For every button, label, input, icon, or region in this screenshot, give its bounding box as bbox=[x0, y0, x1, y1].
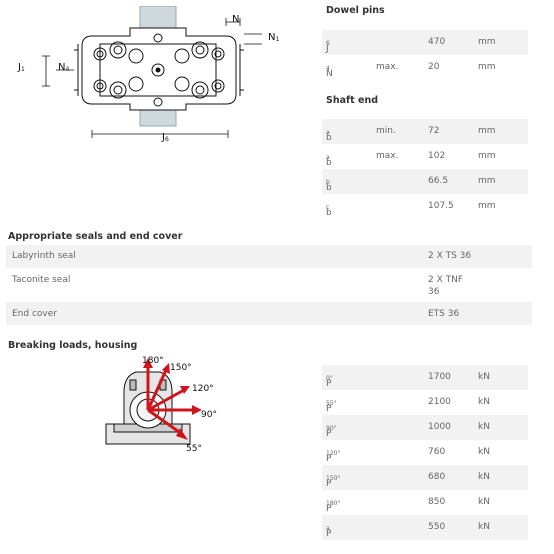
angle-label-55: 55° bbox=[186, 444, 202, 454]
row-unit: kN bbox=[478, 497, 490, 507]
row-unit: kN bbox=[478, 422, 490, 432]
seals-row-shade bbox=[6, 245, 532, 268]
row-unit: mm bbox=[478, 201, 496, 211]
breaking-load-diagram bbox=[105, 358, 202, 445]
row-unit: kN bbox=[478, 372, 490, 382]
row-qualifier: max. bbox=[376, 151, 399, 161]
row-value: 850 bbox=[428, 497, 446, 507]
row-value: 72 bbox=[428, 126, 440, 136]
seal-value: 2 X TS 36 bbox=[428, 251, 472, 261]
row-unit: mm bbox=[478, 62, 496, 72]
seal-value: 2 X TNF bbox=[428, 275, 464, 285]
row-value: 2100 bbox=[428, 397, 451, 407]
dim-label-j1: J1 bbox=[18, 62, 25, 73]
angle-label-90: 90° bbox=[201, 410, 217, 420]
row-unit: kN bbox=[478, 472, 490, 482]
row-value: 550 bbox=[428, 522, 446, 532]
seals-title: Appropriate seals and end cover bbox=[8, 231, 183, 242]
row-unit: kN bbox=[478, 447, 490, 457]
shaft-end-title: Shaft end bbox=[326, 95, 379, 106]
seal-value: ETS 36 bbox=[428, 309, 460, 319]
row-value: 66.5 bbox=[428, 176, 449, 186]
seal-label: End cover bbox=[12, 309, 57, 319]
dim-label-n1: N1 bbox=[268, 32, 280, 43]
housing-top-view-drawing bbox=[42, 6, 262, 138]
row-unit: kN bbox=[478, 522, 490, 532]
row-value: 107.5 bbox=[428, 201, 454, 211]
seal-label: Taconite seal bbox=[12, 275, 71, 285]
row-unit: mm bbox=[478, 151, 496, 161]
row-qualifier: min. bbox=[376, 126, 396, 136]
row-unit: kN bbox=[478, 397, 490, 407]
dim-label-n4: N4 bbox=[58, 62, 70, 73]
row-value: 102 bbox=[428, 151, 446, 161]
dim-label-n: N bbox=[232, 14, 240, 25]
row-value: 1700 bbox=[428, 372, 451, 382]
row-value: 1000 bbox=[428, 422, 451, 432]
row-qualifier: max. bbox=[376, 62, 399, 72]
row-value: 20 bbox=[428, 62, 440, 72]
row-unit: mm bbox=[478, 37, 496, 47]
seal-label: Labyrinth seal bbox=[12, 251, 76, 261]
dowel-pins-title: Dowel pins bbox=[326, 5, 385, 16]
angle-label-180: 180° bbox=[142, 356, 164, 366]
row-value: 760 bbox=[428, 447, 446, 457]
angle-label-150: 150° bbox=[170, 363, 192, 373]
row-value: 680 bbox=[428, 472, 446, 482]
row-value: 470 bbox=[428, 37, 446, 47]
row-unit: mm bbox=[478, 176, 496, 186]
seal-value-line2: 36 bbox=[428, 287, 440, 297]
row-unit: mm bbox=[478, 126, 496, 136]
seals-row-shade bbox=[6, 302, 532, 325]
angle-label-120: 120° bbox=[192, 384, 214, 394]
breaking-loads-title: Breaking loads, housing bbox=[8, 340, 138, 351]
dim-label-j6: J6 bbox=[162, 132, 169, 143]
